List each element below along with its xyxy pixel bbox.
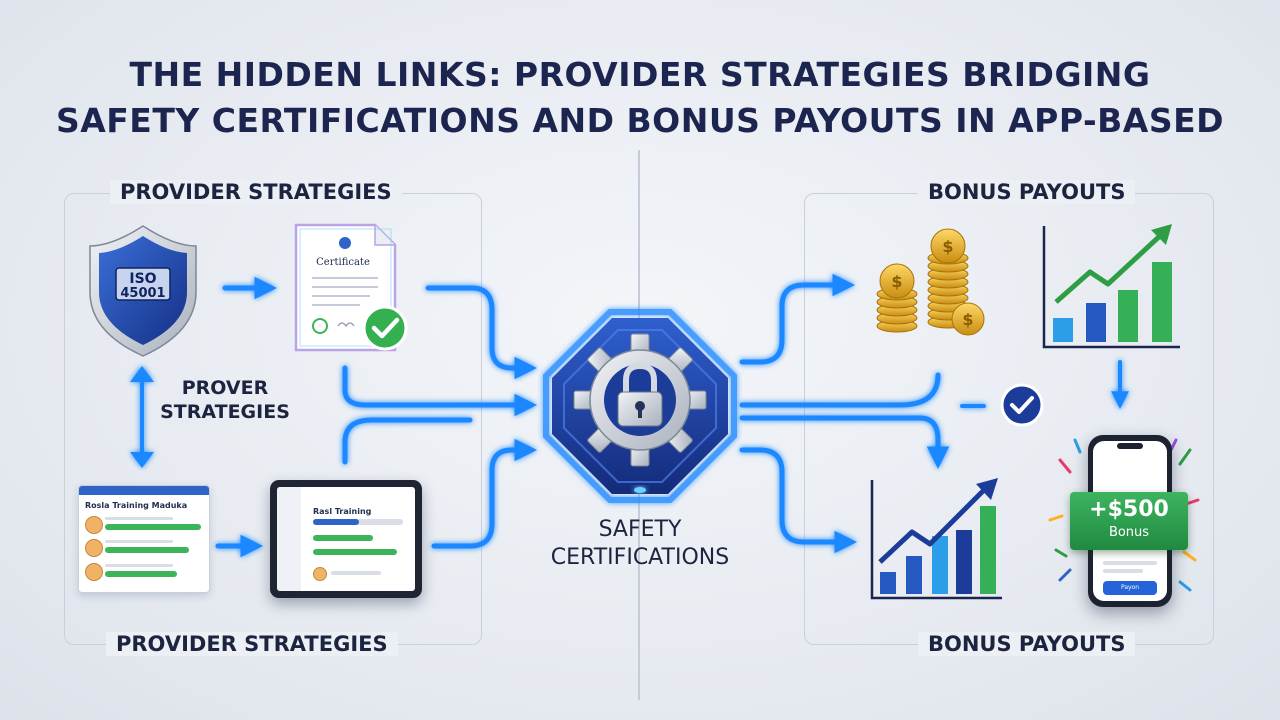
phone-notch (1117, 443, 1143, 449)
growth-chart-icon (870, 478, 1002, 600)
title-line-2: SAFETY CERTIFICATIONS AND BONUS PAYOUTS … (55, 101, 1225, 140)
progress-track (105, 564, 173, 567)
left-middle-label-line-1: PROVER (181, 377, 269, 399)
progress-bar (105, 571, 177, 577)
arrow-tablet-to-hub (431, 438, 537, 549)
arrow-hub-to-chart (739, 447, 857, 554)
phone-pay-button[interactable]: Payon (1103, 581, 1157, 595)
card-header (79, 486, 209, 495)
progress-track (105, 517, 173, 520)
check-circle-icon (362, 305, 408, 351)
bonus-caption: Bonus (1108, 525, 1150, 540)
svg-text:$: $ (962, 310, 973, 329)
progress-bar (105, 547, 189, 553)
shield-text-line-1: ISO (129, 271, 156, 287)
progress-bar (313, 549, 397, 555)
arrow-middle-to-hub (342, 365, 537, 417)
confetti (1048, 438, 1200, 592)
flow-arrows (140, 273, 1129, 558)
training-module-card: Rosla Training Maduka (78, 485, 210, 593)
left-middle-label-line-2: STRATEGIES (160, 401, 290, 423)
page-title: THE HIDDEN LINKS: PROVIDER STRATEGIES BR… (0, 52, 1280, 144)
progress-track (105, 540, 173, 543)
avatar (313, 567, 327, 581)
iso-shield-icon: ISO 45001 (89, 225, 197, 357)
progress-track (331, 571, 381, 575)
certificate-title: Certificate (316, 257, 370, 268)
right-top-label: BONUS PAYOUTS (918, 180, 1136, 204)
training-tablet: Rasl Training (270, 480, 422, 598)
check-circle-icon (1000, 383, 1044, 427)
phone-line (1103, 561, 1157, 565)
tablet-sidebar (277, 487, 301, 591)
module-card-title: Rosla Training Maduka (85, 501, 188, 510)
bonus-amount: +$500 (1089, 497, 1169, 522)
progress-bar (105, 524, 201, 530)
avatar (85, 516, 103, 534)
shield-text-line-2: 45001 (120, 286, 165, 301)
svg-text:$: $ (891, 272, 902, 291)
center-label: SAFETY CERTIFICATIONS (530, 516, 750, 572)
avatar (85, 563, 103, 581)
title-line-1: THE HIDDEN LINKS: PROVIDER STRATEGIES BR… (129, 55, 1151, 94)
progress-bar (313, 519, 359, 525)
phone-line (1103, 569, 1143, 573)
left-top-label: PROVIDER STRATEGIES (110, 180, 402, 204)
left-bottom-label: PROVIDER STRATEGIES (106, 632, 398, 656)
center-label-line-1: SAFETY (598, 517, 682, 542)
center-label-line-2: CERTIFICATIONS (550, 545, 730, 570)
progress-bar (313, 535, 373, 541)
tablet-title: Rasl Training (313, 507, 372, 516)
arrow-hub-to-check (739, 415, 950, 469)
arrow-cert-to-hub (425, 285, 537, 380)
arrow-hub-to-coins (739, 273, 855, 365)
padlock-gear-icon (543, 309, 737, 503)
bonus-banner: +$500 Bonus (1070, 492, 1188, 550)
growth-chart-icon (1042, 224, 1180, 349)
arrow-lower-branch (342, 417, 473, 465)
arrow-hub-to-right (739, 372, 941, 408)
avatar (85, 539, 103, 557)
tablet-screen: Rasl Training (277, 487, 415, 591)
left-middle-label: PROVER STRATEGIES (160, 376, 290, 424)
svg-text:$: $ (942, 237, 953, 256)
right-bottom-label: BONUS PAYOUTS (918, 632, 1136, 656)
coin-stack-icon: $ $ $ (876, 228, 985, 336)
